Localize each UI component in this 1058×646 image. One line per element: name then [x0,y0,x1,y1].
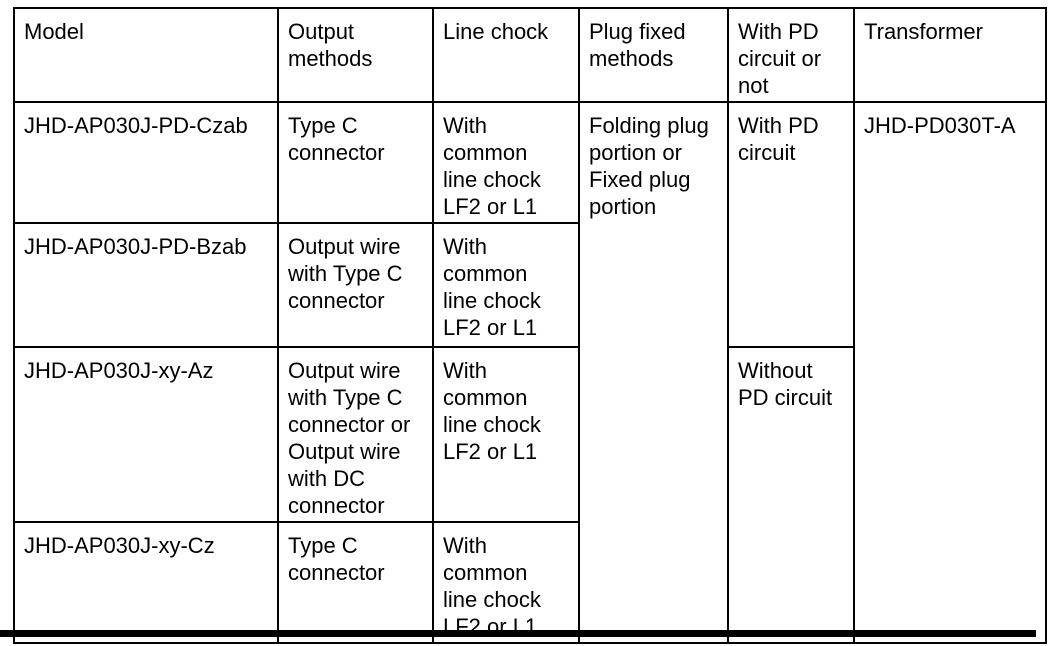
header-cell-line-chock: Line chock [432,7,580,103]
cell-output-methods-row3: Output wire with Type C connector or Out… [277,346,434,523]
table-row: JHD-AP030J-PD-Bzab Output wire with Type… [13,222,1046,348]
cell-plug-fixed-methods-merged: Folding plug portion or Fixed plug porti… [578,101,729,644]
cell-model-row3: JHD-AP030J-xy-Az [13,346,279,523]
header-cell-pd-circuit: With PD circuit or not [727,7,855,103]
cell-model-row4: JHD-AP030J-xy-Cz [13,521,279,644]
header-cell-plug-fixed-methods: Plug fixed methods [578,7,729,103]
cell-with-pd-circuit-merged: With PD circuit [727,101,855,348]
cell-output-methods-row4: Type C connector [277,521,434,644]
header-cell-model: Model [13,7,279,103]
model-spec-table: Model Output methods Line chock Plug fix… [13,7,1047,644]
cell-output-methods-row2: Output wire with Type C connector [277,222,434,348]
cell-line-chock-row2: With common line chock LF2 or L1 [432,222,580,348]
cell-transformer-merged: JHD-PD030T-A [853,101,1047,644]
cell-without-pd-circuit-merged: Without PD circuit [727,346,855,644]
cell-line-chock-row4: With common line chock LF2 or L1 [432,521,580,644]
cell-line-chock-row3: With common line chock LF2 or L1 [432,346,580,523]
header-row: Model Output methods Line chock Plug fix… [13,7,1047,103]
header-cell-transformer: Transformer [853,7,1047,103]
cell-model-row1: JHD-AP030J-PD-Czab [13,101,279,224]
table-row: JHD-AP030J-xy-Az Output wire with Type C… [13,346,1046,644]
cell-line-chock-row1: With common line chock LF2 or L1 [432,101,580,224]
cell-model-row2: JHD-AP030J-PD-Bzab [13,222,279,348]
cell-output-methods-row1: Type C connector [277,101,434,224]
table-row: JHD-AP030J-PD-Czab Type C connector With… [13,101,1047,644]
header-cell-output-methods: Output methods [277,7,434,103]
bottom-thick-rule [0,630,1036,637]
